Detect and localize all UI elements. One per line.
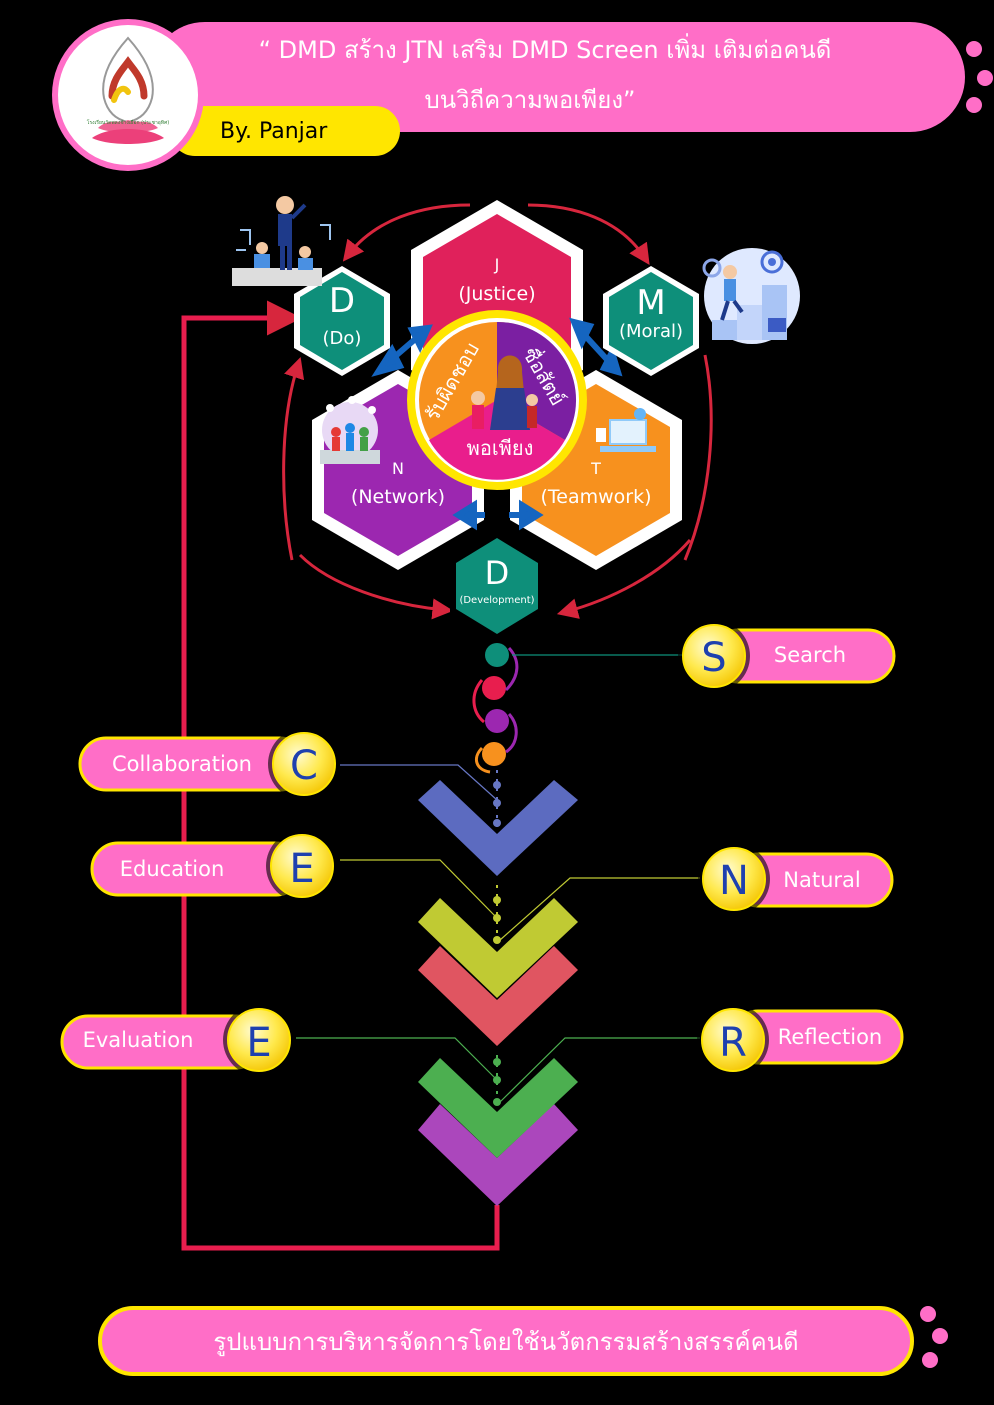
- network-people-illustration: [320, 396, 380, 464]
- development-letter: D: [485, 554, 510, 592]
- cycle-arrows: [282, 203, 713, 620]
- moral-letter: M: [636, 283, 665, 323]
- justice-label: (Justice): [458, 283, 535, 305]
- footer-text: รูปแบบการบริหารจัดการโดยใช้นวัตกรรมสร้าง…: [213, 1328, 798, 1357]
- footer: รูปแบบการบริหารจัดการโดยใช้นวัตกรรมสร้าง…: [98, 1306, 948, 1376]
- header-dot-2: [977, 70, 993, 86]
- search-letter: S: [701, 635, 726, 681]
- evaluation-label: Evaluation: [83, 1028, 194, 1052]
- reflection-letter: R: [719, 1020, 747, 1066]
- chevron-reflection: [418, 1104, 578, 1206]
- step-collaboration: Collaboration C: [78, 728, 340, 800]
- collaboration-letter: C: [290, 743, 318, 789]
- do-letter: D: [329, 281, 355, 321]
- step-evaluation: Evaluation E: [60, 1004, 295, 1076]
- chevrons: [418, 780, 578, 1206]
- evaluation-letter: E: [246, 1020, 271, 1066]
- footer-banner: [98, 1306, 914, 1376]
- hexagon-development: D (Development): [450, 532, 544, 640]
- value-sufficiency: พอเพียง: [467, 436, 534, 460]
- step-natural: Natural N: [698, 843, 894, 915]
- title-banner: [150, 22, 965, 132]
- connector-stem: [485, 492, 509, 522]
- moral-label: (Moral): [619, 321, 683, 342]
- title-line-1: “ DMD สร้าง JTN เสริม DMD Screen เพิ่ม เ…: [259, 33, 832, 64]
- hexagon-do: D (Do): [294, 266, 390, 376]
- label-connectors: [296, 654, 700, 1103]
- chevron-education: [418, 898, 578, 998]
- author-badge: [170, 106, 400, 156]
- search-label: Search: [774, 643, 846, 667]
- justice-letter: J: [494, 255, 500, 274]
- network-letter: N: [392, 459, 404, 478]
- education-letter: E: [289, 846, 314, 892]
- teamwork-devices-illustration: [596, 408, 656, 452]
- step-education: Education E: [90, 830, 338, 902]
- footer-dot-3: [922, 1352, 938, 1368]
- footer-dot-1: [920, 1306, 936, 1322]
- school-logo: โรงเรียนวัดพลงช้างเผือก (ประชาอุทิศ): [52, 19, 204, 171]
- step-reflection: Reflection R: [697, 1004, 904, 1076]
- feedback-loop-line: [181, 300, 500, 1251]
- teamwork-label: (Teamwork): [540, 486, 651, 508]
- header: “ DMD สร้าง JTN เสริม DMD Screen เพิ่ม เ…: [52, 19, 993, 171]
- do-label: (Do): [323, 328, 362, 349]
- connector-arrows: [371, 317, 623, 531]
- header-dot-1: [966, 41, 982, 57]
- network-label: (Network): [351, 486, 445, 508]
- footer-dot-2: [932, 1328, 948, 1344]
- title-line-2: บนวิถีความพอเพียง”: [425, 86, 636, 114]
- reflection-label: Reflection: [778, 1025, 883, 1049]
- author-name: By. Panjar: [220, 119, 328, 144]
- step-search: Search S: [678, 620, 896, 692]
- collaboration-label: Collaboration: [112, 752, 252, 776]
- natural-label: Natural: [783, 868, 860, 892]
- chevron-collaboration: [418, 780, 578, 876]
- logo-caption: โรงเรียนวัดพลงช้างเผือก (ประชาอุทิศ): [87, 119, 169, 126]
- teamwork-letter: T: [590, 459, 601, 478]
- chevron-evaluation: [418, 1058, 578, 1158]
- hexagon-moral: M (Moral): [603, 266, 699, 376]
- header-dot-3: [966, 97, 982, 113]
- natural-letter: N: [719, 858, 749, 904]
- process-spine: [472, 643, 519, 1106]
- chevron-natural: [418, 946, 578, 1046]
- education-label: Education: [120, 857, 225, 881]
- center-values-circle: รับผิดชอบ ซื่อสัตย์ พอเพียง: [407, 310, 587, 490]
- climbing-illustration: [702, 248, 800, 344]
- business-team-illustration: [232, 196, 331, 286]
- family-illustration: [471, 355, 538, 430]
- development-label: (Development): [459, 595, 534, 606]
